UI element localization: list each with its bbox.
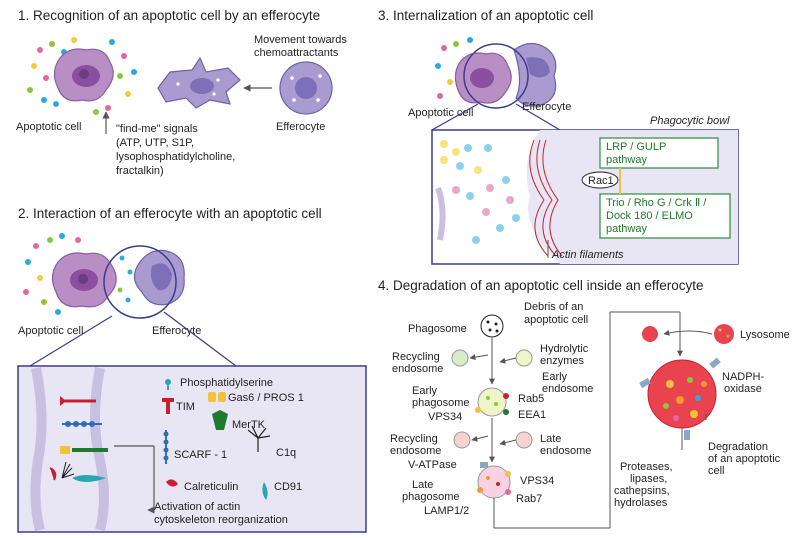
proteases-line-1: Proteases, bbox=[620, 461, 673, 473]
vps34-label-b: VPS34 bbox=[520, 475, 554, 487]
movement-label-1: Movement towards bbox=[254, 34, 347, 46]
debris-line-2: apoptotic cell bbox=[524, 314, 588, 326]
late-phagosome-line-1: Late bbox=[412, 479, 433, 491]
late-phagosome-line-2: phagosome bbox=[402, 491, 460, 503]
internalization-cells bbox=[435, 37, 557, 109]
receptor-scarf bbox=[62, 421, 102, 427]
lamp-label: LAMP1/2 bbox=[424, 505, 469, 517]
vps34-label-a: VPS34 bbox=[428, 411, 462, 423]
proteases-line-3: cathepsins, bbox=[614, 485, 670, 497]
early-endosome-line-1: Early bbox=[542, 371, 568, 383]
legend-scarf: SCARF - 1 bbox=[174, 449, 227, 461]
trio-line-1: Trio / Rho G / Crk Ⅱ / bbox=[606, 197, 707, 209]
section3-title: 3. Internalization of an apoptotic cell bbox=[378, 8, 593, 23]
rab5-label: Rab5 bbox=[518, 393, 544, 405]
interaction-cells bbox=[23, 233, 185, 319]
vatpase-label: V-ATPase bbox=[408, 459, 457, 471]
eea1-label: EEA1 bbox=[518, 409, 546, 421]
recycling1-line-2: endosome bbox=[392, 363, 443, 375]
efferocyte-1 bbox=[279, 61, 333, 115]
migrating-efferocyte bbox=[157, 56, 241, 109]
hydrolytic-line-1: Hydrolytic bbox=[540, 343, 589, 355]
trio-box bbox=[599, 193, 731, 239]
recycling2-line-1: Recycling bbox=[390, 433, 438, 445]
degradation-line-1: Degradation bbox=[708, 441, 768, 453]
nadph-line-1: NADPH- bbox=[722, 371, 765, 383]
recycling1-line-1: Recycling bbox=[392, 351, 440, 363]
lrp-line-2: pathway bbox=[606, 154, 647, 166]
efferocyte-label-2: Efferocyte bbox=[152, 325, 201, 337]
actin-label: Actin filaments bbox=[551, 249, 624, 261]
early-endosome-line-2: endosome bbox=[542, 383, 593, 395]
lrp-line-1: LRP / GULP bbox=[606, 141, 666, 153]
apoptotic-cell-1 bbox=[27, 37, 137, 115]
zoom-circle-3 bbox=[463, 43, 529, 109]
lrp-box bbox=[599, 137, 719, 169]
legend-calreticulin: Calreticulin bbox=[184, 481, 238, 493]
late-endosome-line-1: Late bbox=[540, 433, 561, 445]
find-me-dots-2 bbox=[23, 233, 81, 315]
proteases-line-4: hydrolases bbox=[614, 497, 668, 509]
signals-line-1: "find-me" signals bbox=[116, 123, 198, 135]
lysosome-label: Lysosome bbox=[740, 329, 790, 341]
legend-tim: TIM bbox=[176, 401, 195, 413]
activation-line-2: cytoskeleton reorganization bbox=[154, 514, 288, 526]
rac1-label: Rac1 bbox=[588, 175, 614, 187]
nadph-line-2: oxidase bbox=[724, 383, 762, 395]
apoptotic-cell-label-2: Apoptotic cell bbox=[18, 325, 83, 337]
trio-line-2: Dock 180 / ELMO bbox=[606, 210, 693, 222]
hydrolytic-line-2: enzymes bbox=[540, 355, 585, 367]
section4-title: 4. Degradation of an apoptotic cell insi… bbox=[378, 278, 703, 293]
apoptotic-cell-label-1: Apoptotic cell bbox=[16, 121, 81, 133]
efferocyte-label-1: Efferocyte bbox=[276, 121, 325, 133]
apoptotic-cell-label-3: Apoptotic cell bbox=[408, 107, 473, 119]
movement-label-2: chemoattractants bbox=[254, 47, 339, 59]
legend-cd91: CD91 bbox=[274, 481, 302, 493]
phagocytic-bowl-label: Phagocytic bowl bbox=[650, 115, 730, 127]
activation-line-1: Activation of actin bbox=[154, 501, 240, 513]
degradation-line-2: of an apoptotic bbox=[708, 453, 781, 465]
efferocyte-label-3: Efferocyte bbox=[522, 101, 571, 113]
section2-title: 2. Interaction of an efferocyte with an … bbox=[18, 206, 322, 221]
signals-line-3: lysophosphatidylcholine, bbox=[116, 151, 235, 163]
signals-line-2: (ATP, UTP, S1P, bbox=[116, 137, 194, 149]
phagocytic-panel bbox=[431, 129, 739, 265]
receptor-c1q bbox=[61, 461, 106, 482]
degradation-line-3: cell bbox=[708, 465, 725, 477]
signals-line-4: fractalkin) bbox=[116, 165, 164, 177]
interaction-panel bbox=[17, 365, 367, 533]
receptor-tim bbox=[60, 396, 96, 406]
legend-mertk: MerTK bbox=[232, 419, 266, 431]
section1-title: 1. Recognition of an apoptotic cell by a… bbox=[18, 8, 320, 23]
proteases-line-2: lipases, bbox=[630, 473, 667, 485]
trio-line-3: pathway bbox=[606, 223, 647, 235]
rab7-label: Rab7 bbox=[516, 493, 542, 505]
rac1-node bbox=[581, 171, 619, 189]
phagosome-label: Phagosome bbox=[408, 323, 467, 335]
degradation-pathway bbox=[451, 311, 734, 529]
zoom-circle-2 bbox=[103, 245, 177, 319]
late-endosome-line-2: endosome bbox=[540, 445, 591, 457]
legend-gas6: Gas6 / PROS 1 bbox=[228, 392, 304, 404]
legend-phosphatidylserine: Phosphatidylserine bbox=[180, 377, 273, 389]
find-me-dots bbox=[27, 37, 137, 115]
early-phagosome-line-2: phagosome bbox=[412, 397, 470, 409]
debris-line-1: Debris of an bbox=[524, 301, 583, 313]
legend-c1q: C1q bbox=[276, 447, 296, 459]
recycling2-line-2: endosome bbox=[390, 445, 441, 457]
early-phagosome-line-1: Early bbox=[412, 385, 438, 397]
receptor-mertk bbox=[60, 446, 108, 454]
